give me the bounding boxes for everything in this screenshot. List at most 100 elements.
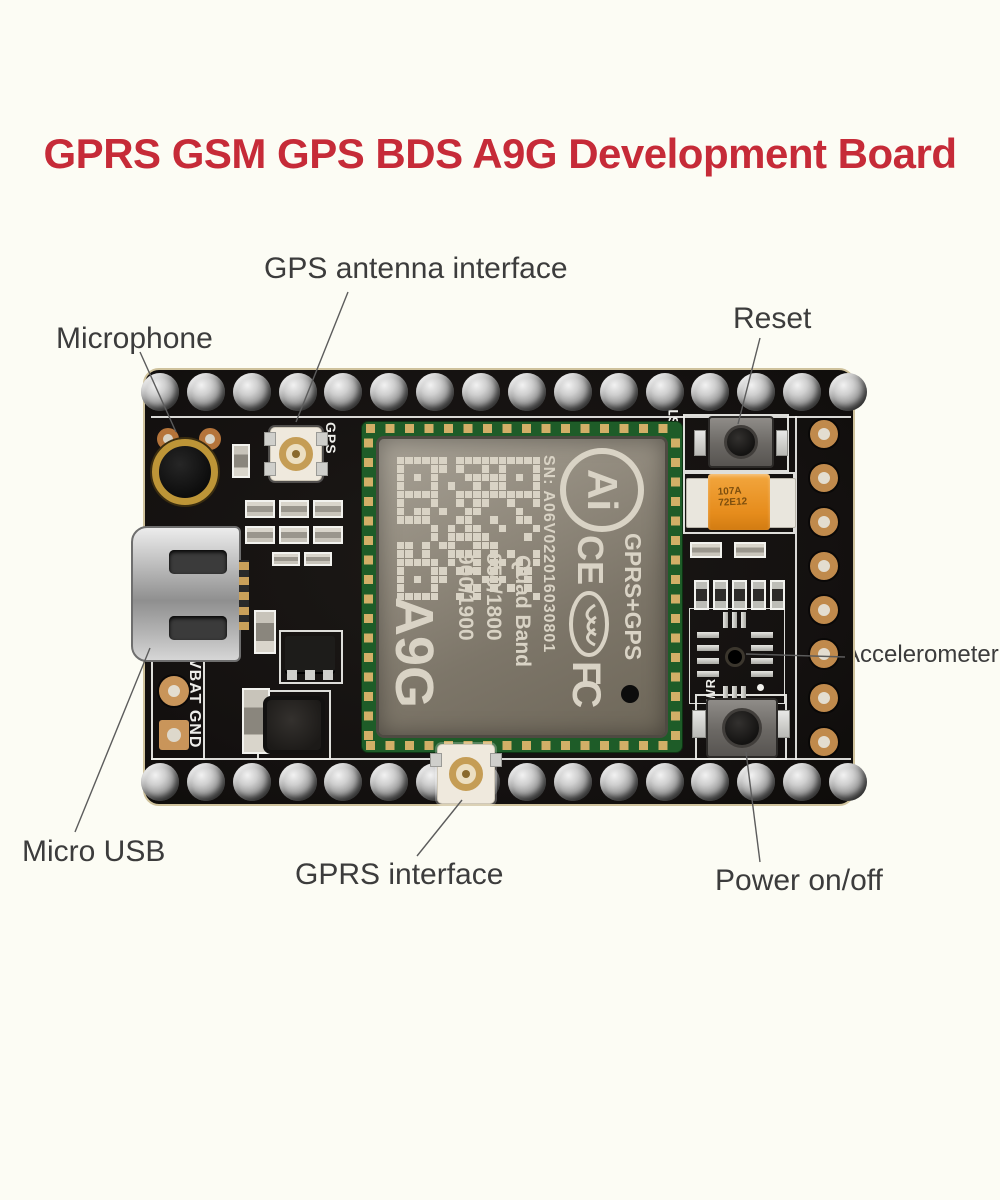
qr-cell xyxy=(515,490,524,499)
gnd-hole xyxy=(167,728,181,742)
capacitor-pad xyxy=(768,478,796,528)
header-pin-bottom xyxy=(370,763,409,801)
accelerometer-pad xyxy=(697,632,719,638)
header-pin-bottom xyxy=(186,763,225,801)
smd-capacitor xyxy=(313,526,343,544)
qr-cell xyxy=(473,457,481,465)
through-hole xyxy=(810,552,838,580)
qr-cell xyxy=(456,499,464,507)
microphone-component xyxy=(152,439,218,505)
silkscreen-line xyxy=(151,416,851,418)
qr-cell xyxy=(464,533,473,541)
accelerometer-pad xyxy=(723,612,728,628)
header-pin-top xyxy=(553,373,592,411)
header-pin-bottom xyxy=(691,763,730,801)
qr-cell xyxy=(430,575,439,584)
qr-cell xyxy=(430,524,439,533)
qr-code xyxy=(397,457,541,601)
qr-cell xyxy=(456,567,464,575)
through-hole xyxy=(810,640,838,668)
power-pad xyxy=(776,710,790,738)
qr-cell xyxy=(397,465,405,473)
qr-cell xyxy=(481,457,490,465)
header-pin-top xyxy=(783,373,822,411)
smd-resistor xyxy=(770,580,785,610)
qr-cell xyxy=(473,567,481,575)
smd-resistor xyxy=(734,542,766,558)
qr-cell xyxy=(481,499,490,507)
header-pin-top xyxy=(232,373,271,411)
usb-shell-stamp xyxy=(169,616,227,640)
qr-cell xyxy=(439,507,447,516)
qr-cell xyxy=(439,465,447,473)
qr-cell xyxy=(473,490,481,499)
qr-cell xyxy=(532,457,540,465)
header-pin-bottom xyxy=(507,763,546,801)
through-hole xyxy=(810,684,838,712)
solder-tab xyxy=(430,753,442,767)
silkscreen-vbat-gnd: VBAT GND xyxy=(186,658,203,749)
accelerometer-pad xyxy=(751,658,773,664)
qr-cell xyxy=(397,457,405,465)
smd-capacitor xyxy=(245,526,275,544)
qr-cell xyxy=(422,550,430,558)
qr-cell xyxy=(447,541,456,550)
qr-cell xyxy=(422,507,430,516)
qr-cell xyxy=(397,584,405,592)
module-radio-type: GPRS+GPS xyxy=(620,533,646,661)
qr-cell xyxy=(456,550,464,558)
header-pin-bottom xyxy=(141,763,179,801)
qr-cell xyxy=(464,490,473,499)
gps-antenna-connector xyxy=(264,427,328,481)
header-pin-top xyxy=(278,373,317,411)
qr-cell xyxy=(490,575,498,584)
qr-cell xyxy=(481,575,490,584)
qr-cell xyxy=(507,584,515,592)
smd-resistor xyxy=(751,580,766,610)
header-pin-top xyxy=(141,373,179,411)
qr-cell xyxy=(473,592,481,600)
qr-cell xyxy=(439,541,447,550)
accelerometer-pad xyxy=(732,612,737,628)
qr-cell xyxy=(413,558,422,567)
accelerometer-pad xyxy=(732,686,737,702)
regulator-sot23 xyxy=(285,636,335,672)
qr-cell xyxy=(524,567,532,575)
qr-cell xyxy=(413,490,422,499)
qr-cell xyxy=(473,550,481,558)
qr-cell xyxy=(498,524,507,533)
qr-cell xyxy=(397,490,405,499)
header-pin-top xyxy=(829,373,868,411)
solder-tab xyxy=(264,432,276,446)
accelerometer-pad xyxy=(751,632,773,638)
qr-cell xyxy=(456,592,464,600)
label-power-on-off: Power on/off xyxy=(715,864,883,897)
reset-pad xyxy=(694,430,706,456)
qr-cell xyxy=(515,558,524,567)
regulator-legs xyxy=(287,670,333,680)
qr-cell xyxy=(413,592,422,600)
qr-cell xyxy=(464,584,473,592)
solder-tab xyxy=(316,432,328,446)
module-serial: SN: A06V022016030801 xyxy=(540,455,557,654)
qr-cell xyxy=(473,533,481,541)
qr-cell xyxy=(422,490,430,499)
through-hole xyxy=(810,728,838,756)
through-hole xyxy=(810,464,838,492)
qr-cell xyxy=(507,499,515,507)
through-hole xyxy=(810,420,838,448)
qr-cell xyxy=(490,516,498,524)
accelerometer-footprint-hole xyxy=(725,647,745,667)
qr-cell xyxy=(473,558,481,567)
header-pin-bottom xyxy=(783,763,822,801)
power-inductor xyxy=(263,696,325,754)
qr-cell xyxy=(498,558,507,567)
qr-cell xyxy=(397,567,405,575)
usb-pins xyxy=(239,560,249,630)
qr-cell xyxy=(473,499,481,507)
tantalum-capacitor: 107A 72E12 xyxy=(708,474,770,530)
qr-cell xyxy=(430,567,439,575)
through-hole xyxy=(810,508,838,536)
qr-cell xyxy=(413,516,422,524)
